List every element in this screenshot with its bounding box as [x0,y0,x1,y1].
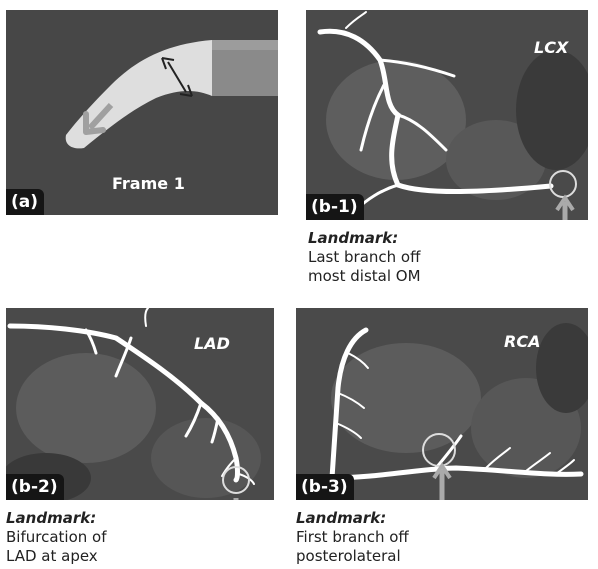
panel-b3: RCA (b-3) [296,308,588,500]
panel-a: Frame 1 (a) [6,10,278,215]
caption-line: most distal OM [308,267,498,286]
rca-angiogram [296,308,588,500]
caption-b1: Landmark: Last branch off most distal OM [308,229,498,286]
caption-line: LAD at apex [6,547,196,566]
caption-line: posterolateral [296,547,486,566]
sheath-highlight [212,40,278,50]
frame-label: Frame 1 [112,174,185,193]
vessel-label-lcx: LCX [534,38,568,57]
caption-line: Last branch off [308,248,498,267]
caption-b2: Landmark: Bifurcation of LAD at apex [6,509,196,566]
tissue-shadow [151,418,261,498]
lad-angiogram [6,308,274,500]
landmark-circle [550,171,576,197]
panel-tag-b3: (b-3) [296,474,354,500]
caption-heading: Landmark: [296,509,486,528]
caption-heading: Landmark: [6,509,196,528]
vessel-label-rca: RCA [504,332,540,351]
panel-b1: LCX (b-1) [306,10,588,220]
panel-tag-a: (a) [6,189,44,215]
caption-heading: Landmark: [308,229,498,248]
vessel-label-lad: LAD [194,334,230,353]
caption-b3: Landmark: First branch off posterolatera… [296,509,486,566]
caption-line: Bifurcation of [6,528,196,547]
tissue-shadow [331,343,481,453]
tissue-shadow [16,353,156,463]
panel-tag-b2: (b-2) [6,474,64,500]
panel-b2: LAD (b-2) [6,308,274,500]
caption-line: First branch off [296,528,486,547]
panel-tag-b1: (b-1) [306,194,364,220]
